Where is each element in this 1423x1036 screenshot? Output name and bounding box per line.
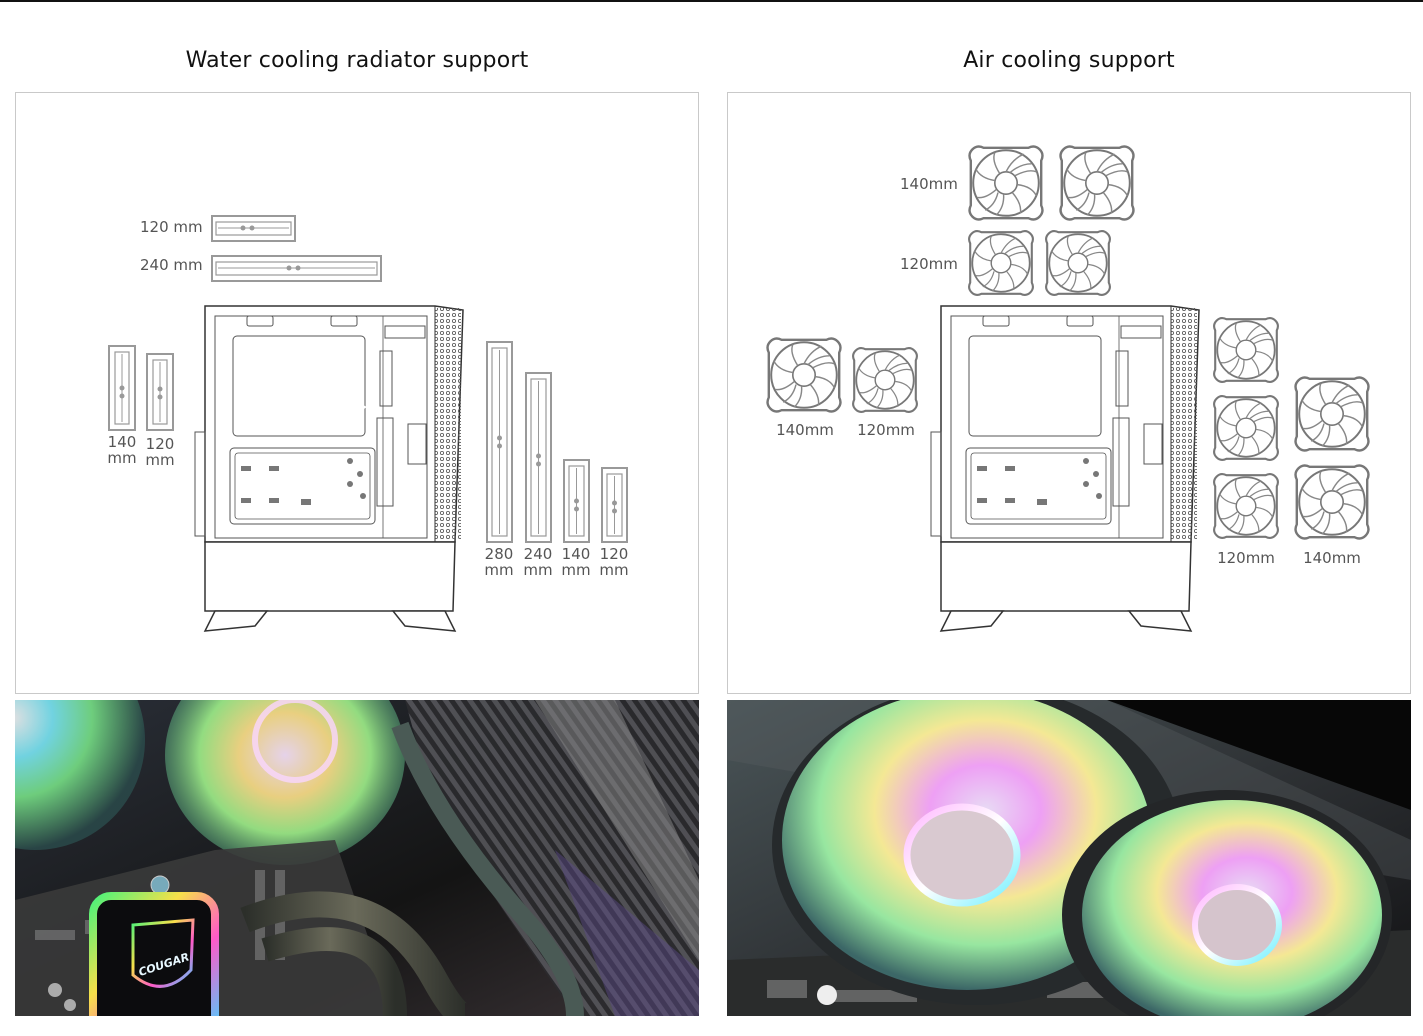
front-radiator-120-size: 120 — [600, 545, 629, 563]
pc-case-side-view-icon — [930, 305, 1200, 632]
front-radiator-240-unit: mm — [523, 561, 552, 579]
front-radiator-120-icon — [601, 467, 628, 543]
front-fan-120-icon-2 — [1213, 395, 1279, 461]
rear-radiator-120-unit: mm — [145, 451, 174, 469]
rear-radiator-140-unit: mm — [107, 449, 136, 467]
water-cooling-photo: COUGAR — [15, 700, 699, 1016]
water-cooling-diagram: 120 mm 240 mm 140 mm 120 — [15, 92, 699, 694]
top-radiator-120-icon — [211, 215, 296, 242]
front-radiator-140-size: 140 — [562, 545, 591, 563]
front-radiator-120-unit: mm — [599, 561, 628, 579]
water-cooling-title: Water cooling radiator support — [185, 48, 529, 73]
front-fan-140-icon-2 — [1294, 464, 1370, 540]
top-divider — [0, 0, 1423, 2]
air-cooling-photo — [727, 700, 1411, 1016]
top-fan-120-icon-2 — [1045, 230, 1111, 296]
front-fan-120-icon-3 — [1213, 473, 1279, 539]
top-radiator-240-icon — [211, 255, 382, 282]
front-radiator-280-size: 280 — [485, 545, 514, 563]
top-radiator-240-label: 240 mm — [140, 256, 203, 274]
front-radiator-140-icon — [563, 459, 590, 543]
pump-head — [89, 892, 219, 1016]
front-radiator-140-unit: mm — [561, 561, 590, 579]
top-fan-140-icon-1 — [968, 145, 1044, 221]
top-fan-140-icon-2 — [1059, 145, 1135, 221]
top-radiator-120-label: 120 mm — [140, 218, 203, 236]
rear-fan-140-label: 140mm — [776, 421, 834, 439]
front-radiator-240-size: 240 — [524, 545, 553, 563]
front-fan-140-icon-1 — [1294, 376, 1370, 452]
air-cooling-diagram-svg: 140mm 120mm 140mm 120mm — [766, 145, 1370, 632]
rear-fan-140-icon — [766, 337, 842, 413]
rear-fan-120-icon — [852, 347, 918, 413]
top-fan-120-icon-1 — [968, 230, 1034, 296]
top-fan-140-label: 140mm — [900, 175, 958, 193]
rear-radiator-140-size: 140 — [108, 433, 137, 451]
air-cooling-title: Air cooling support — [963, 48, 1175, 73]
rear-radiator-120-size: 120 — [146, 435, 175, 453]
front-fan-120-label: 120mm — [1217, 549, 1275, 567]
rgb-case-fans-image — [727, 700, 1411, 1016]
rear-fan-120-label: 120mm — [857, 421, 915, 439]
water-cooling-diagram-svg: 120 mm 240 mm 140 mm 120 — [107, 215, 629, 633]
front-radiator-280-icon — [486, 341, 513, 543]
aio-cooler-rgb-image: COUGAR — [15, 700, 699, 1016]
top-fan-120-label: 120mm — [900, 255, 958, 273]
rear-radiator-120-icon — [146, 353, 174, 431]
front-radiator-240-icon — [525, 372, 552, 543]
air-cooling-diagram: 140mm 120mm 140mm 120mm — [727, 92, 1411, 694]
front-fan-140-label: 140mm — [1303, 549, 1361, 567]
front-radiator-280-unit: mm — [484, 561, 513, 579]
pc-case-side-view-icon — [193, 304, 465, 633]
front-fan-120-icon-1 — [1213, 317, 1279, 383]
rear-radiator-140-icon — [108, 345, 136, 431]
